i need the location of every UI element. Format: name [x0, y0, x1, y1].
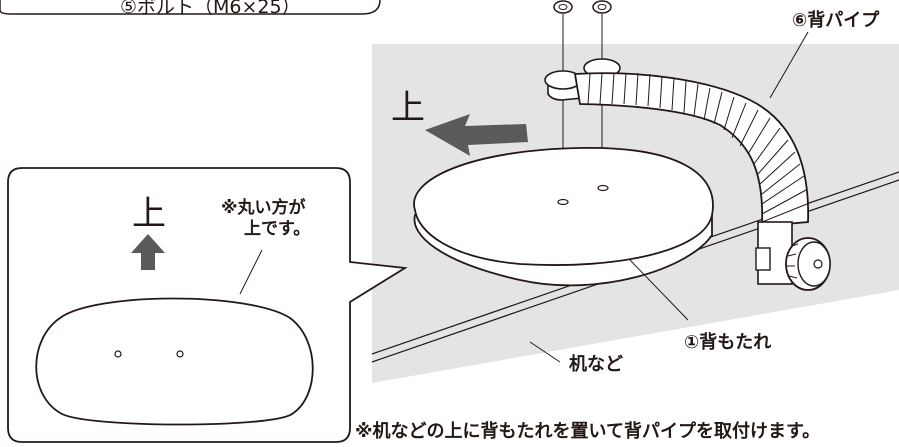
- inset-hole-right: [176, 350, 184, 358]
- up-direction-label: 上: [391, 88, 425, 128]
- inset-backrest-top-view: [35, 297, 314, 426]
- top-callout-box: [0, 0, 381, 15]
- leader-desk: [529, 341, 561, 363]
- bolt-caption: ⑤ボルト（M6×25）: [120, 0, 301, 18]
- inset-hole-left: [114, 350, 122, 358]
- round-side-note-line1: ※丸い方が: [221, 198, 306, 218]
- main-up-arrow: [425, 114, 528, 156]
- round-side-note-line2: 上です。: [244, 219, 311, 239]
- clamp-knob: [785, 237, 831, 291]
- leader-backrest: [629, 259, 689, 321]
- backrest-pad: [413, 147, 714, 287]
- backrest-label: ①背もたれ: [684, 332, 772, 353]
- desk-label: 机など: [569, 354, 623, 375]
- leader-back-pipe: [769, 31, 809, 99]
- installation-note: ※机などの上に背もたれを置いて背パイプを取付けます。: [355, 421, 821, 442]
- back-pipe-label: ⑥背パイプ: [792, 10, 880, 31]
- inset-up-arrow: [131, 234, 165, 270]
- leader-round-note: [239, 249, 263, 295]
- inset-up-direction-label: 上: [132, 194, 166, 234]
- bolt-washer-left: [553, 0, 573, 14]
- bolt-washer-right: [592, 0, 612, 14]
- back-pipe: [544, 58, 809, 285]
